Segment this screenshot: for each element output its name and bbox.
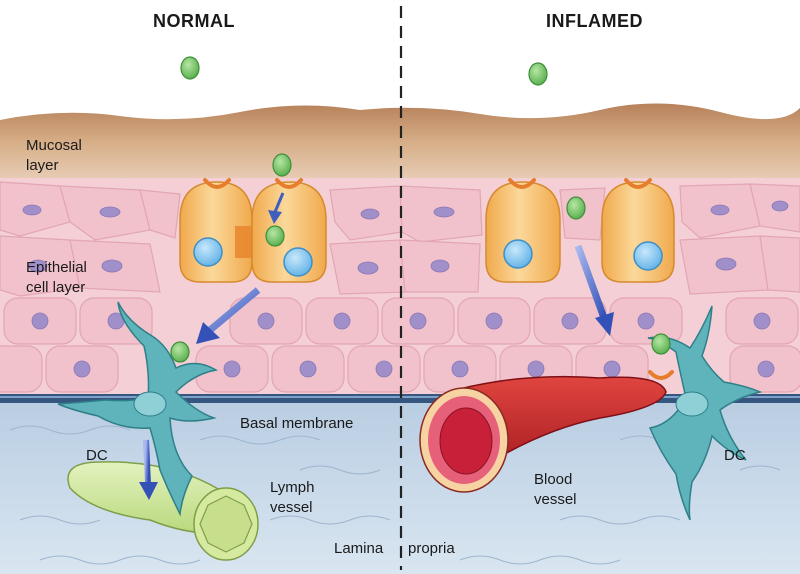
- label-lamina-word2: propria: [408, 540, 455, 557]
- dendritic-cell-right: [647, 305, 763, 521]
- enterocyte-right-a: [485, 181, 561, 283]
- label-blood-line1: Blood: [534, 471, 573, 488]
- enterocyte-left-b: [251, 181, 327, 283]
- blood-vessel: [419, 375, 667, 493]
- label-lymph-line2: vessel: [270, 499, 313, 516]
- label-mucosal-line2: layer: [26, 157, 59, 174]
- epithelial-nuclei: [22, 200, 789, 378]
- label-lymph-line1: Lymph: [270, 479, 315, 496]
- basal-membrane: [0, 394, 800, 403]
- label-lamina-word1: Lamina: [334, 540, 384, 557]
- enterocyte-right-b: [601, 181, 675, 283]
- panel-title-normal: NORMAL: [153, 11, 235, 31]
- label-dc-left: DC: [86, 447, 108, 464]
- lamina-fibers: [9, 425, 781, 565]
- arrow-paracellular: [574, 244, 608, 320]
- arrow-epithelium-to-dc: [207, 287, 261, 333]
- label-dc-right: DC: [724, 447, 746, 464]
- lymph-vessel: [67, 461, 259, 561]
- dendritic-cell-left: [57, 301, 219, 517]
- enterocyte-left-a: [179, 181, 253, 283]
- transport-arrows: [139, 192, 614, 500]
- antigens: [170, 56, 671, 363]
- label-mucosal-line1: Mucosal: [26, 137, 82, 154]
- label-basal-membrane: Basal membrane: [240, 415, 354, 432]
- arrow-apical-left: [273, 192, 285, 213]
- panel-title-inflamed: INFLAMED: [546, 11, 643, 31]
- label-blood-line2: vessel: [534, 491, 577, 508]
- arrow-dc-to-lymph: [143, 439, 151, 485]
- label-epithelial-line1: Epithelial: [26, 259, 87, 276]
- label-epithelial-line2: cell layer: [26, 279, 86, 296]
